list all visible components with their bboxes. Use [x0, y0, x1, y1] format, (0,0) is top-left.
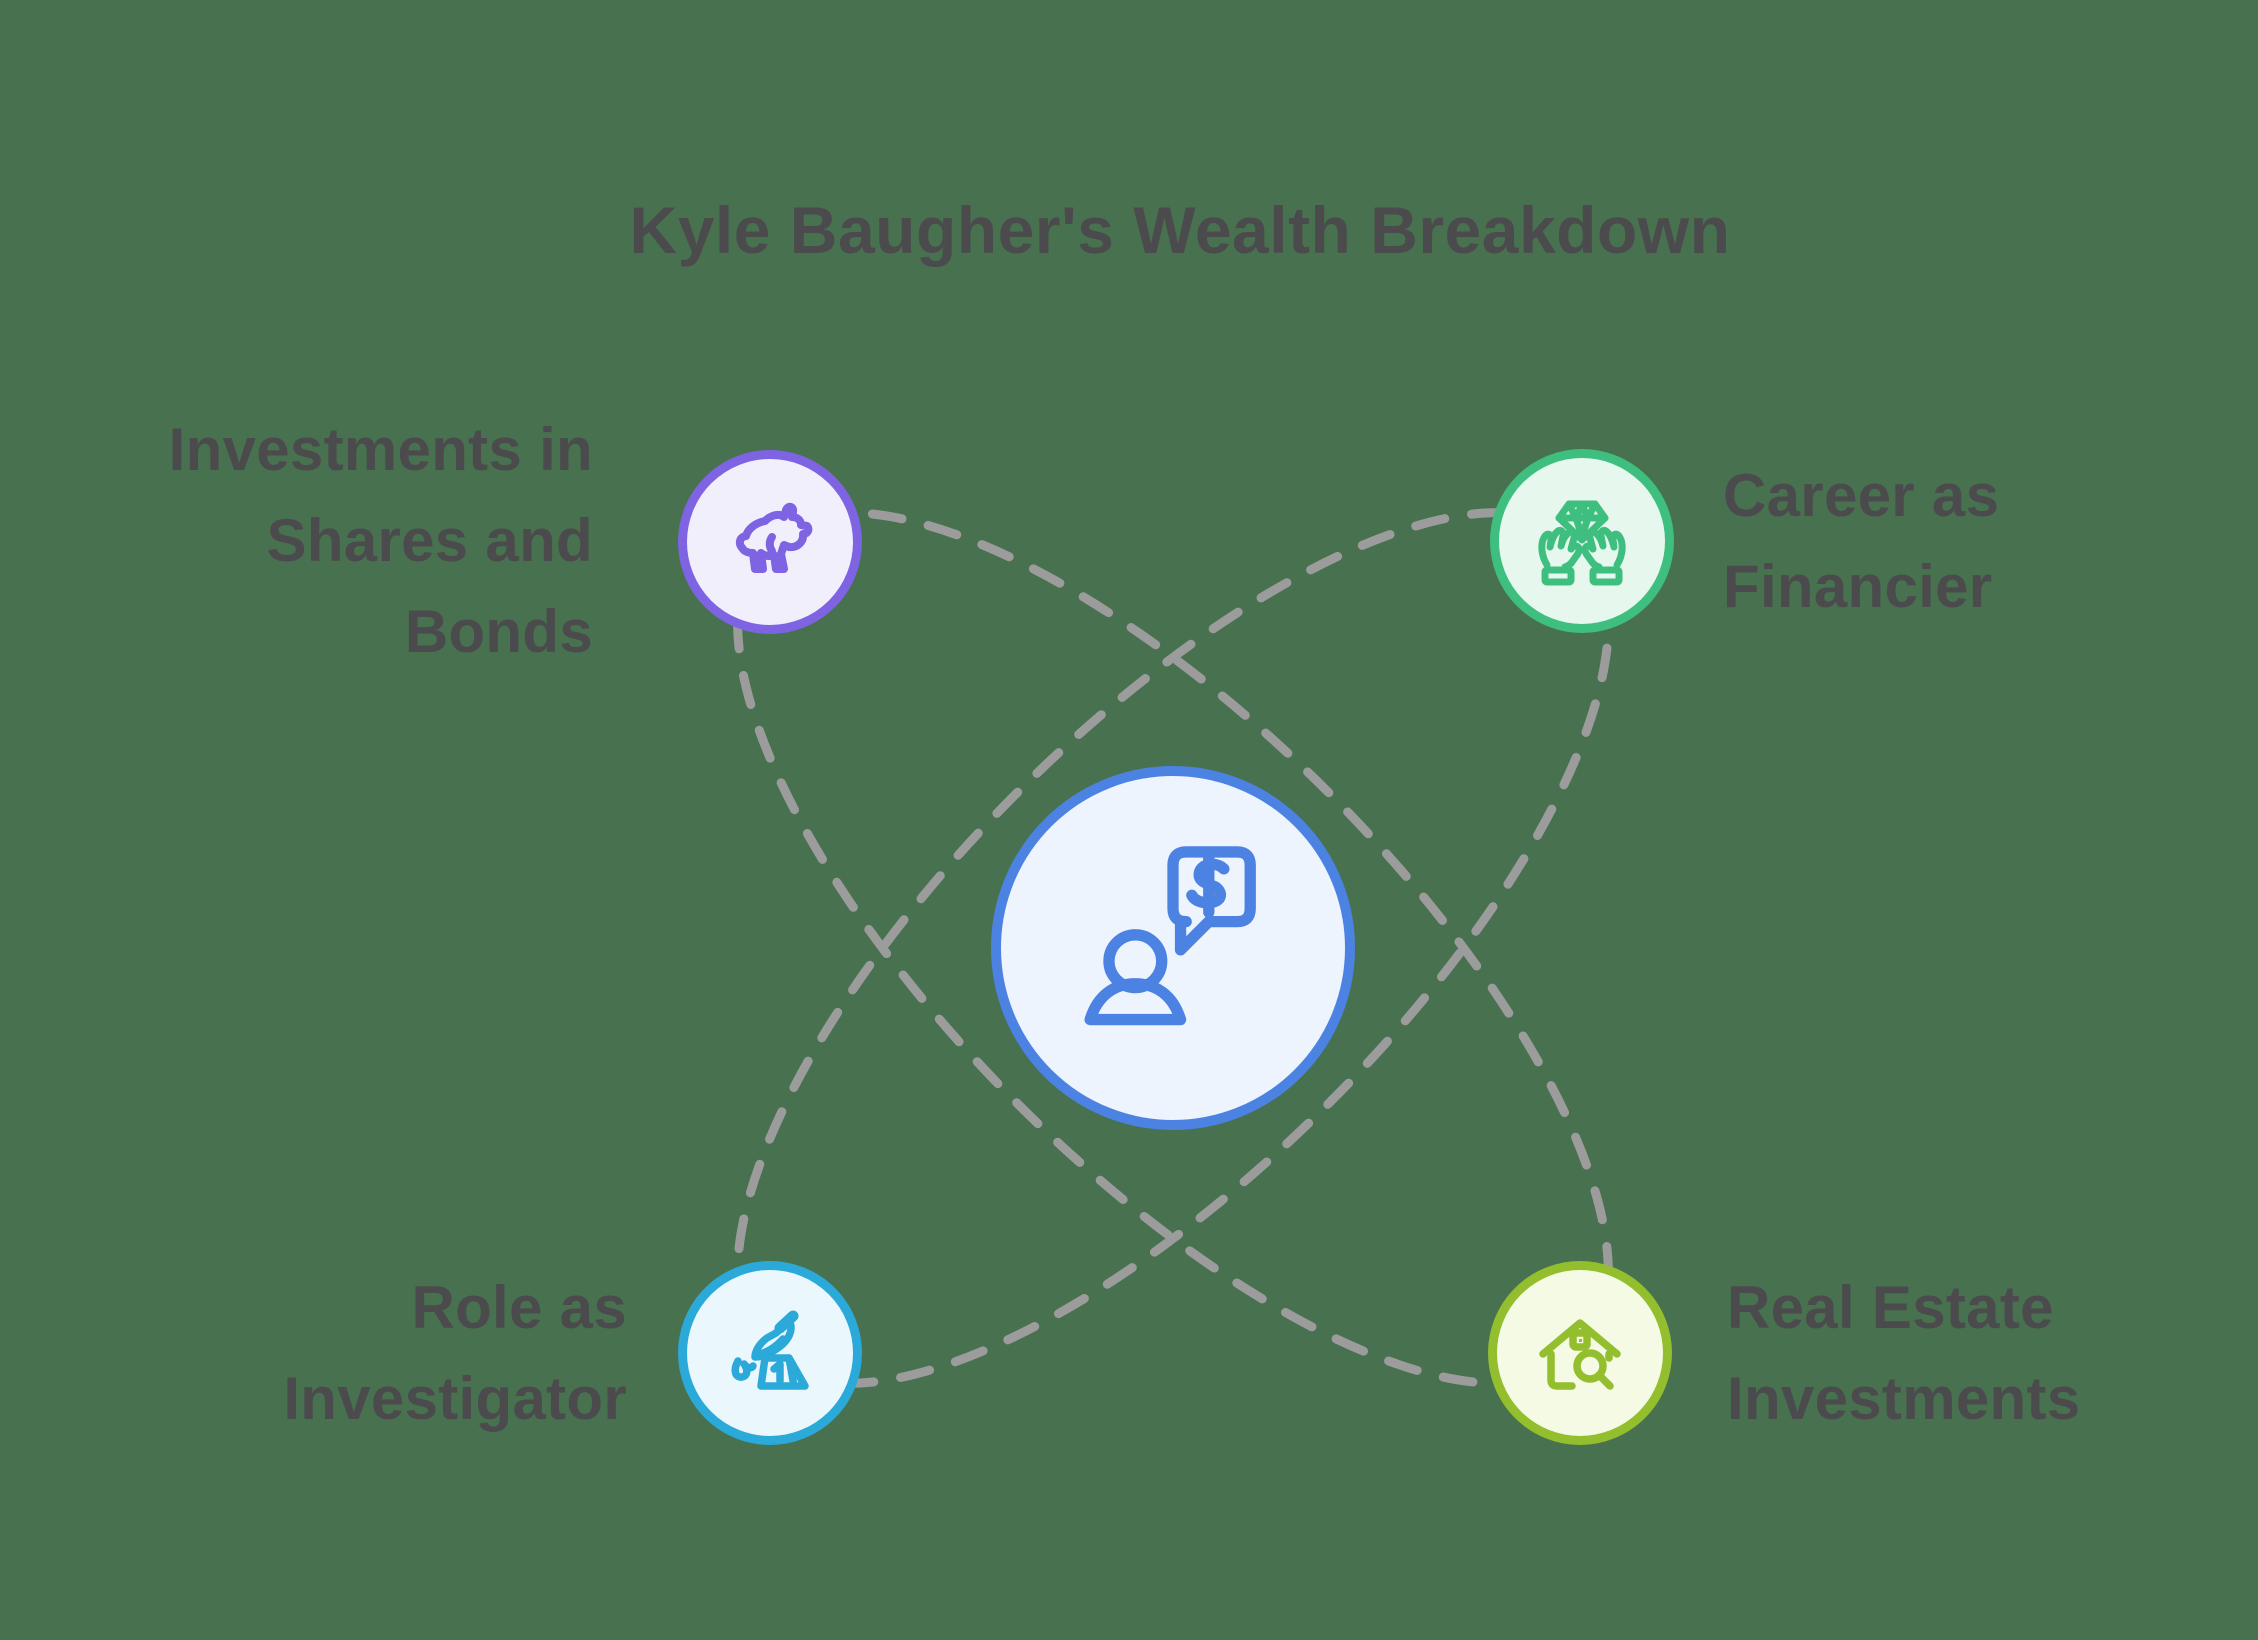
- label-career-as-financier: Career as Financier: [1723, 462, 2000, 620]
- label-investments-shares-bonds: Investments in Shares and Bonds: [168, 416, 593, 665]
- house-magnifier-icon: [1539, 1319, 1621, 1390]
- label-role-as-investigator: Role as Investigator: [283, 1274, 627, 1432]
- node-real-estate: [1488, 1261, 1672, 1445]
- node-investments-shares-bonds: [678, 450, 862, 634]
- label-real-estate-investments: Real Estate Investments: [1727, 1274, 2081, 1432]
- node-role-investigator: [678, 1261, 862, 1445]
- person-dollar-chat-icon: [1084, 846, 1256, 1026]
- page-title: Kyle Baugher's Wealth Breakdown: [629, 193, 1731, 267]
- bull-icon: [735, 502, 813, 573]
- knife-evidence-marker-icon: [731, 1310, 809, 1390]
- node-career-financier: [1490, 449, 1674, 633]
- center-node-wealth: [991, 766, 1355, 1130]
- hands-diamond-icon: [1538, 500, 1626, 586]
